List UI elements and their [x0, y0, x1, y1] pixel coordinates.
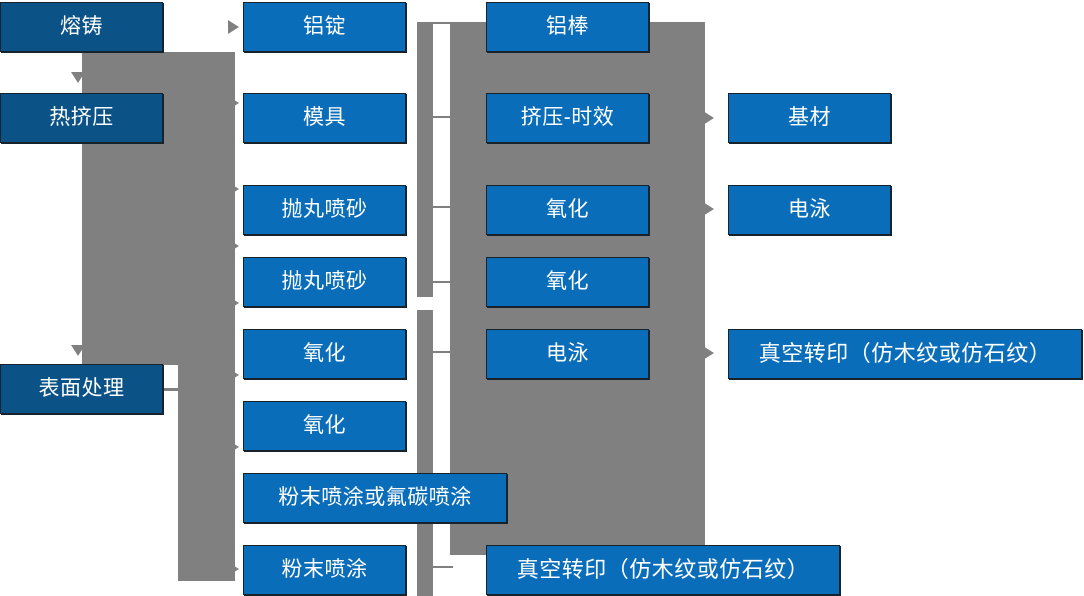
- material-box-oxid-2[interactable]: 氧化: [243, 401, 406, 451]
- output-label-electro: 电泳: [788, 198, 831, 222]
- arrow-to-mat-oxid-1: [228, 296, 239, 310]
- output-box-base[interactable]: 基材: [728, 93, 891, 143]
- arrow-to-mat-oxid-2: [228, 368, 239, 382]
- stage-box-melting[interactable]: 熔铸: [0, 2, 163, 52]
- material-box-oxid-1[interactable]: 氧化: [243, 329, 406, 379]
- connector-surface-link: [163, 388, 181, 391]
- stage-label-melting: 熔铸: [60, 15, 103, 39]
- arrow-to-mat-powder: [228, 562, 239, 576]
- material-box-powder-fluor[interactable]: 粉末喷涂或氟碳喷涂: [243, 473, 507, 523]
- output-label-vacuum: 真空转印（仿木纹或仿石纹）: [758, 340, 1052, 366]
- arrow-to-out-electro: [703, 202, 714, 216]
- material-box-powder[interactable]: 粉末喷涂: [243, 545, 406, 595]
- stage-box-surface[interactable]: 表面处理: [0, 364, 163, 414]
- operation-label-oxid-1: 氧化: [546, 198, 589, 222]
- arrow-to-out-vacuum: [703, 346, 714, 360]
- arrow-to-mat-powder-fluor: [228, 440, 239, 454]
- operation-box-vacuum[interactable]: 真空转印（仿木纹或仿石纹）: [486, 545, 840, 595]
- operation-label-extrude: 挤压-时效: [520, 106, 615, 130]
- output-box-vacuum[interactable]: 真空转印（仿木纹或仿石纹）: [728, 329, 1082, 379]
- arrow-to-mat-blast-2: [228, 239, 239, 253]
- material-box-blast-2[interactable]: 抛丸喷砂: [243, 257, 406, 307]
- arrow-to-out-base: [703, 111, 714, 125]
- operation-box-extrude[interactable]: 挤压-时效: [486, 93, 649, 143]
- connector-bar-materials-2: [417, 310, 433, 596]
- operation-box-electro[interactable]: 电泳: [486, 329, 649, 379]
- stage-label-extrude: 热挤压: [49, 106, 114, 130]
- material-label-oxid-2: 氧化: [303, 414, 346, 438]
- material-label-mold: 模具: [303, 106, 346, 130]
- material-label-powder: 粉末喷涂: [281, 558, 368, 582]
- operation-label-bar: 铝棒: [546, 15, 589, 39]
- stage-box-extrude[interactable]: 热挤压: [0, 93, 163, 143]
- connector-bar-materials: [417, 22, 433, 297]
- material-box-ingot[interactable]: 铝锭: [243, 2, 406, 52]
- arrow-to-mat-mold: [228, 96, 239, 110]
- tick-op-electro: [433, 351, 453, 353]
- material-label-blast-1: 抛丸喷砂: [281, 198, 368, 222]
- tick-op-vacuum: [433, 566, 453, 568]
- stage-label-surface: 表面处理: [38, 377, 125, 401]
- output-box-electro[interactable]: 电泳: [728, 185, 891, 235]
- tick-op-bar: [433, 22, 453, 24]
- operation-box-oxid-2[interactable]: 氧化: [486, 257, 649, 307]
- operation-box-oxid-1[interactable]: 氧化: [486, 185, 649, 235]
- operation-label-vacuum: 真空转印（仿木纹或仿石纹）: [516, 556, 810, 582]
- material-box-mold[interactable]: 模具: [243, 93, 406, 143]
- connector-block-stages-lower: [178, 365, 235, 581]
- arrow-to-mat-ingot: [228, 20, 239, 34]
- material-label-powder-fluor: 粉末喷涂或氟碳喷涂: [278, 486, 472, 510]
- output-label-base: 基材: [788, 106, 831, 130]
- material-label-blast-2: 抛丸喷砂: [281, 270, 368, 294]
- stage-down-arrow-icon-2: [71, 345, 85, 356]
- arrow-to-mat-blast-1: [228, 182, 239, 196]
- tick-op-extrude: [433, 116, 453, 118]
- tick-op-oxid-2: [433, 281, 453, 283]
- stage-down-arrow-icon: [71, 72, 85, 83]
- operation-box-bar[interactable]: 铝棒: [486, 2, 649, 52]
- tick-op-oxid-1: [433, 206, 453, 208]
- operation-label-electro: 电泳: [546, 342, 589, 366]
- material-box-blast-1[interactable]: 抛丸喷砂: [243, 185, 406, 235]
- material-label-oxid-1: 氧化: [303, 342, 346, 366]
- material-label-ingot: 铝锭: [303, 15, 346, 39]
- operation-label-oxid-2: 氧化: [546, 270, 589, 294]
